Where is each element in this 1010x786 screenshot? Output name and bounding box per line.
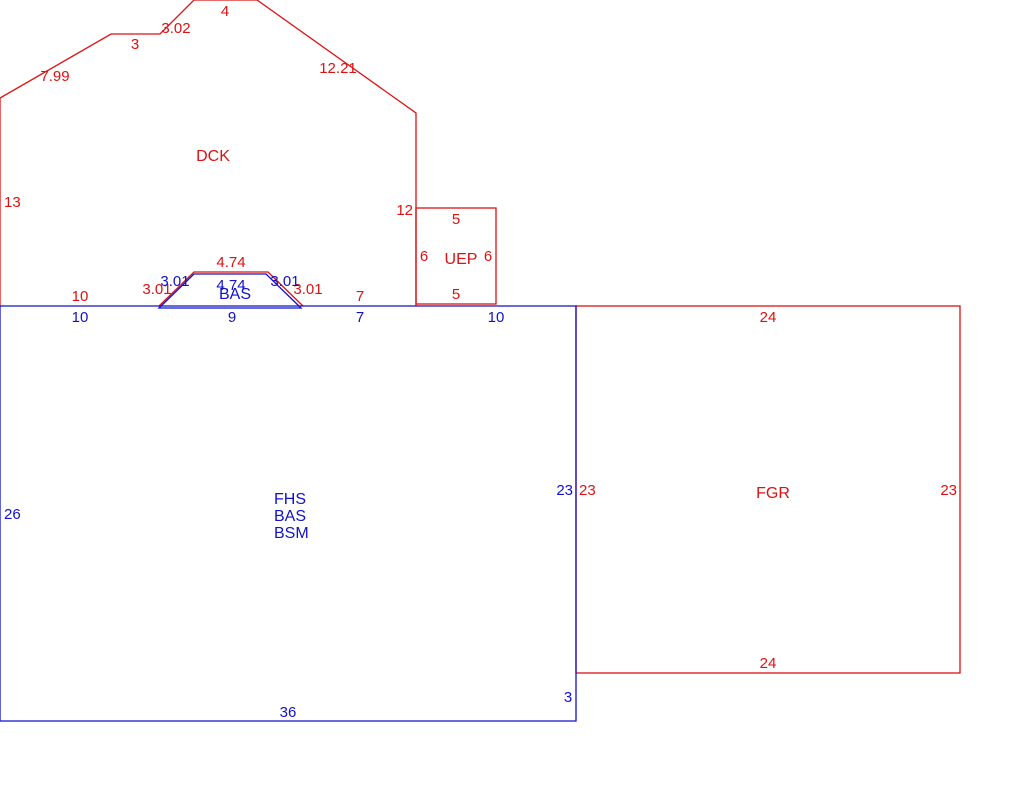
fgr-dim-right: 23	[940, 482, 957, 499]
dck-outline	[0, 0, 417, 306]
dck-dim-bottom-left: 10	[72, 288, 89, 305]
bay-dim-right: 3.01	[270, 273, 299, 290]
dck-dim-left: 13	[4, 194, 21, 211]
uep-dim-right: 6	[484, 248, 492, 265]
dck-dim-right: 12	[396, 202, 413, 219]
main-area-label-3: BSM	[274, 525, 309, 542]
dck-dim-bottom-mid: 7	[356, 288, 364, 305]
dck-dim-bay-left: 3.01	[142, 281, 171, 298]
dck-bay-notch	[158, 271, 304, 307]
fgr-area-label: FGR	[756, 485, 790, 502]
main-dim-top-mid: 7	[356, 309, 364, 326]
uep-dim-left: 6	[420, 248, 428, 265]
main-dim-top-right: 10	[488, 309, 505, 326]
main-dim-step: 3	[564, 689, 572, 706]
main-area-label-1: FHS	[274, 491, 306, 508]
dck-dim-bay-right: 3.01	[293, 281, 322, 298]
main-dim-left: 26	[4, 506, 21, 523]
main-dim-top-left: 10	[72, 309, 89, 326]
dck-dim-bay-top: 4.74	[216, 254, 245, 271]
dck-dim-left-slope: 7.99	[40, 68, 69, 85]
uep-dim-bottom: 5	[452, 286, 460, 303]
dck-area-label: DCK	[196, 148, 230, 165]
bay-area-label: BAS	[219, 286, 251, 303]
dck-dim-upper-left: 3	[131, 36, 139, 53]
fgr-dim-left: 23	[579, 482, 596, 499]
bay-outline	[157, 273, 303, 309]
fgr-dim-top: 24	[760, 309, 777, 326]
uep-outline	[415, 207, 497, 305]
uep-dim-top: 5	[452, 211, 460, 228]
main-dim-right: 23	[556, 482, 573, 499]
main-outline	[0, 305, 577, 722]
dck-dim-top: 4	[221, 3, 229, 20]
dck-dim-right-slope: 12.21	[319, 60, 357, 77]
bay-dim-left: 3.01	[160, 273, 189, 290]
main-dim-bottom: 36	[280, 704, 297, 721]
bay-dim-top: 4.74	[216, 277, 245, 294]
dck-dim-top-left-step: 3.02	[161, 20, 190, 37]
uep-area-label: UEP	[445, 251, 478, 268]
dck-area	[0, 0, 417, 307]
bay-dim-bottom: 9	[228, 309, 236, 326]
main-area-label-2: BAS	[274, 508, 306, 525]
fgr-dim-bottom: 24	[760, 655, 777, 672]
